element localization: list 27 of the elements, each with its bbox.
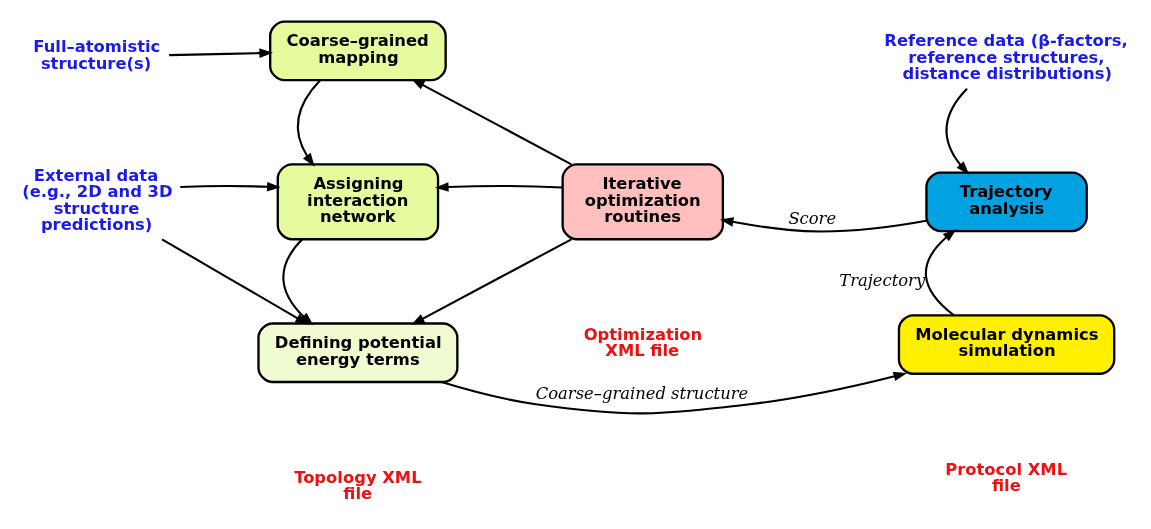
arrow — [411, 78, 572, 165]
arrow — [161, 237, 309, 325]
node-box: Molecular dynamics simulation — [897, 313, 1116, 375]
label: Topology XML file — [294, 467, 422, 503]
node-text: Full–atomistic structure(s) — [33, 36, 161, 73]
label: Protocol XML file — [945, 459, 1068, 495]
arrow — [945, 87, 970, 175]
node-box: Iterative optimization routines — [561, 162, 725, 240]
arrow — [434, 181, 563, 192]
arrow — [169, 47, 273, 58]
arrow — [411, 237, 572, 325]
arrow — [282, 238, 314, 325]
node-box: Coarse–grained mapping — [269, 20, 447, 81]
node-box: Defining potential energy terms — [257, 321, 459, 383]
arrow — [441, 371, 908, 414]
arrow — [296, 79, 321, 167]
edge-label: Coarse–grained structure — [535, 383, 749, 403]
node-text: Reference data (β-factors, reference structures, distance distributions) — [884, 30, 1128, 83]
node-box: Trajectory analysis — [925, 170, 1088, 232]
label: Optimization XML file — [583, 324, 703, 360]
edge-label: Trajectory — [839, 270, 926, 290]
node-text: External data (e.g., 2D and 3D structure predictions) — [22, 165, 173, 234]
arrow — [180, 181, 281, 191]
arrow — [719, 216, 927, 232]
edge-label: Score — [788, 208, 837, 228]
node-box: Assigning interaction network — [276, 162, 440, 240]
arrow — [924, 228, 957, 316]
